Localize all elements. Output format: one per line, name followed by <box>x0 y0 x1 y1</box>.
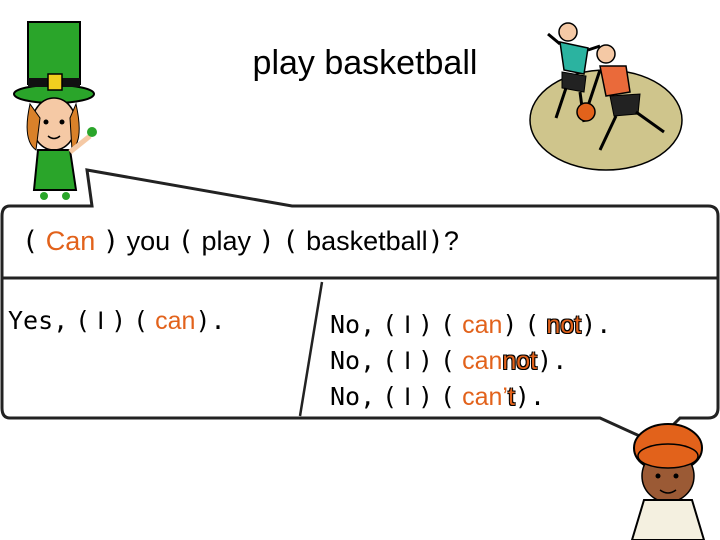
bracket: ). <box>581 310 612 339</box>
pronoun: I <box>97 307 105 335</box>
answer-word-can: can <box>462 347 503 375</box>
bracket: ) <box>418 382 434 411</box>
bracket: ( <box>440 310 456 339</box>
answer-word-play: play <box>201 226 251 256</box>
question-sentence: ( Can ) you ( play ) ( basketball)? <box>22 226 459 257</box>
bracket: ( <box>22 226 39 257</box>
bracket: ( <box>75 306 91 335</box>
bracket: ) <box>418 346 434 375</box>
answer-prefix: Yes, <box>8 306 69 335</box>
bracket: ) <box>427 226 444 257</box>
question-mark: ? <box>443 226 459 256</box>
no-answer-2: No, ( I ) ( cannot). <box>330 346 567 376</box>
word-you: you <box>126 226 171 256</box>
bracket: ( <box>133 306 149 335</box>
bracket: ( <box>282 226 299 257</box>
answer-word-cant: can’ <box>462 383 508 411</box>
answer-word-can: Can <box>45 226 96 256</box>
bracket: ( <box>524 310 540 339</box>
pronoun: I <box>404 311 412 339</box>
answer-prefix: No, <box>330 382 376 411</box>
bracket: ( <box>382 382 398 411</box>
bracket: ( <box>382 310 398 339</box>
basketball-players-illustration <box>529 22 683 171</box>
bracket: ) <box>102 226 120 257</box>
yes-answer: Yes, ( I ) ( can). <box>8 306 226 336</box>
bracket: ) <box>502 310 518 339</box>
leprechaun-girl-illustration <box>13 21 97 200</box>
bracket: ( <box>382 346 398 375</box>
turban-boy-illustration <box>630 423 706 540</box>
bracket: ) <box>111 306 127 335</box>
answer-word-not: not <box>502 347 538 375</box>
pronoun: I <box>404 347 412 375</box>
no-answer-1: No, ( I ) ( can) ( not). <box>330 310 611 340</box>
answer-divider <box>298 281 324 417</box>
bracket: ). <box>537 346 568 375</box>
page-title: play basketball <box>252 44 478 82</box>
bubble-outline <box>0 168 720 445</box>
bracket: ( <box>440 346 456 375</box>
answer-prefix: No, <box>330 346 376 375</box>
answer-prefix: No, <box>330 310 376 339</box>
bracket: ( <box>440 382 456 411</box>
bracket: ) <box>258 226 275 257</box>
answer-word-can: can <box>155 307 196 335</box>
answer-letter-t: t <box>507 383 515 411</box>
bracket: ( <box>177 226 194 257</box>
answer-word-not: not <box>546 311 582 339</box>
pronoun: I <box>404 383 412 411</box>
bracket: ). <box>514 382 545 411</box>
answer-word-basketball: basketball <box>306 226 428 256</box>
answer-word-can: can <box>462 311 503 339</box>
no-answer-3: No, ( I ) ( can’t). <box>330 382 545 412</box>
bracket: ). <box>195 306 226 335</box>
bracket: ) <box>418 310 434 339</box>
